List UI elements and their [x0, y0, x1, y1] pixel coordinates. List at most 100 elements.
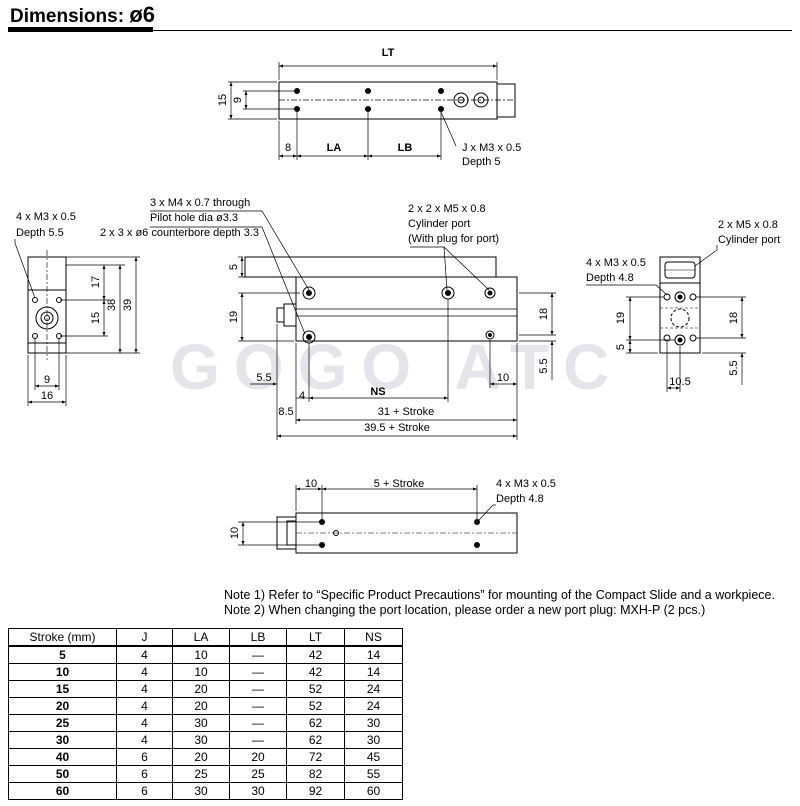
title-symbol: ø6: [129, 2, 155, 27]
cell-ns: 14: [344, 645, 403, 664]
dim-left-38: 38: [106, 299, 118, 311]
dim-front-19: 19: [228, 311, 240, 323]
left-tap-label: 4 x M3 x 0.5: [16, 211, 76, 223]
dim-ns: NS: [370, 386, 385, 398]
dim-right-5-5: 5.5: [728, 360, 740, 375]
right-cylinder-port-label: Cylinder port: [718, 234, 780, 246]
cell-la: 25: [172, 765, 230, 783]
cell-la: 10: [172, 645, 230, 664]
dim-left-39: 39: [122, 299, 134, 311]
cell-j: 4: [116, 714, 173, 732]
dim-right-19: 19: [615, 312, 627, 324]
dim-lt: LT: [382, 47, 395, 59]
dim-left-9: 9: [44, 374, 50, 386]
cell-j: 6: [116, 765, 173, 783]
header-ns: NS: [344, 628, 403, 647]
dimension-drawing: LT 15 9 8 LA LB J x M3 x 0.5 Depth 5 4 x…: [14, 47, 780, 554]
dim-lb: LB: [398, 142, 413, 154]
front-counterbore-label: 2 x 3 x ø6 counterbore depth 3.3: [100, 227, 259, 239]
dim-front-5-5-right: 5.5: [538, 358, 550, 373]
cell-lt: 42: [286, 645, 345, 664]
bottom-view: [238, 485, 518, 554]
right-depth-label: Depth 4.8: [586, 272, 634, 284]
cell-j: 4: [116, 663, 173, 681]
dim-front-5-5-left: 5.5: [256, 372, 271, 384]
front-plug-label: (With plug for port): [408, 233, 499, 245]
cell-lt: 52: [286, 680, 345, 698]
cell-ns: 30: [344, 731, 403, 749]
cell-lb: 30: [229, 782, 287, 800]
cell-lb: —: [229, 645, 287, 664]
cell-j: 4: [116, 645, 173, 664]
left-depth-label: Depth 5.5: [16, 227, 64, 239]
header-j: J: [116, 628, 173, 647]
cell-la: 20: [172, 680, 230, 698]
dim-front-10: 10: [497, 372, 509, 384]
cell-ns: 60: [344, 782, 403, 800]
cell-lt: 82: [286, 765, 345, 783]
dim-top-8: 8: [285, 142, 291, 154]
dim-bottom-10-vertical: 10: [229, 527, 241, 539]
cell-la: 30: [172, 782, 230, 800]
cell-la: 30: [172, 714, 230, 732]
right-port-tap-label: 2 x M5 x 0.8: [718, 219, 778, 231]
header-la: LA: [172, 628, 230, 647]
cell-lt: 52: [286, 697, 345, 715]
cell-ns: 24: [344, 697, 403, 715]
cell-lt: 62: [286, 731, 345, 749]
cell-lb: 25: [229, 765, 287, 783]
cell-lb: —: [229, 714, 287, 732]
top-tap-label: J x M3 x 0.5: [462, 142, 521, 154]
dim-left-16: 16: [41, 390, 53, 402]
cell-stroke: 10: [8, 663, 117, 681]
bottom-tap-label: 4 x M3 x 0.5: [496, 478, 556, 490]
cell-la: 20: [172, 697, 230, 715]
dim-top-15: 15: [217, 94, 229, 106]
dim-front-5: 5: [228, 264, 240, 270]
dim-right-5: 5: [615, 344, 627, 350]
cell-lt: 42: [286, 663, 345, 681]
front-pilot-label: Pilot hole dia ø3.3: [150, 212, 238, 224]
cell-stroke: 5: [8, 645, 117, 664]
cell-j: 4: [116, 731, 173, 749]
cell-ns: 30: [344, 714, 403, 732]
note-1: Note 1) Refer to “Specific Product Preca…: [224, 588, 775, 602]
dim-39-5-stroke: 39.5 + Stroke: [364, 422, 430, 434]
front-port-tap-label: 2 x 2 x M5 x 0.8: [408, 203, 486, 215]
title-underline-bar: [8, 27, 153, 32]
cell-lt: 62: [286, 714, 345, 732]
cell-stroke: 60: [8, 782, 117, 800]
top-depth-label: Depth 5: [462, 156, 501, 168]
dim-front-18: 18: [538, 308, 550, 320]
cell-stroke: 15: [8, 680, 117, 698]
cell-stroke: 30: [8, 731, 117, 749]
dim-bottom-10: 10: [305, 478, 317, 490]
cell-stroke: 40: [8, 748, 117, 766]
cell-ns: 55: [344, 765, 403, 783]
cell-lt: 92: [286, 782, 345, 800]
cell-ns: 14: [344, 663, 403, 681]
cell-j: 4: [116, 680, 173, 698]
cell-la: 30: [172, 731, 230, 749]
cell-stroke: 50: [8, 765, 117, 783]
top-view-holes: [294, 88, 489, 112]
left-view: [14, 239, 140, 406]
dim-top-9: 9: [232, 97, 244, 103]
cell-stroke: 20: [8, 697, 117, 715]
cell-j: 4: [116, 697, 173, 715]
cell-j: 6: [116, 782, 173, 800]
page-title: Dimensions: ø6: [10, 2, 155, 28]
title-prefix: Dimensions:: [10, 6, 130, 27]
header-lt: LT: [286, 628, 345, 647]
cell-la: 20: [172, 748, 230, 766]
cell-la: 10: [172, 663, 230, 681]
dim-right-18: 18: [728, 312, 740, 324]
